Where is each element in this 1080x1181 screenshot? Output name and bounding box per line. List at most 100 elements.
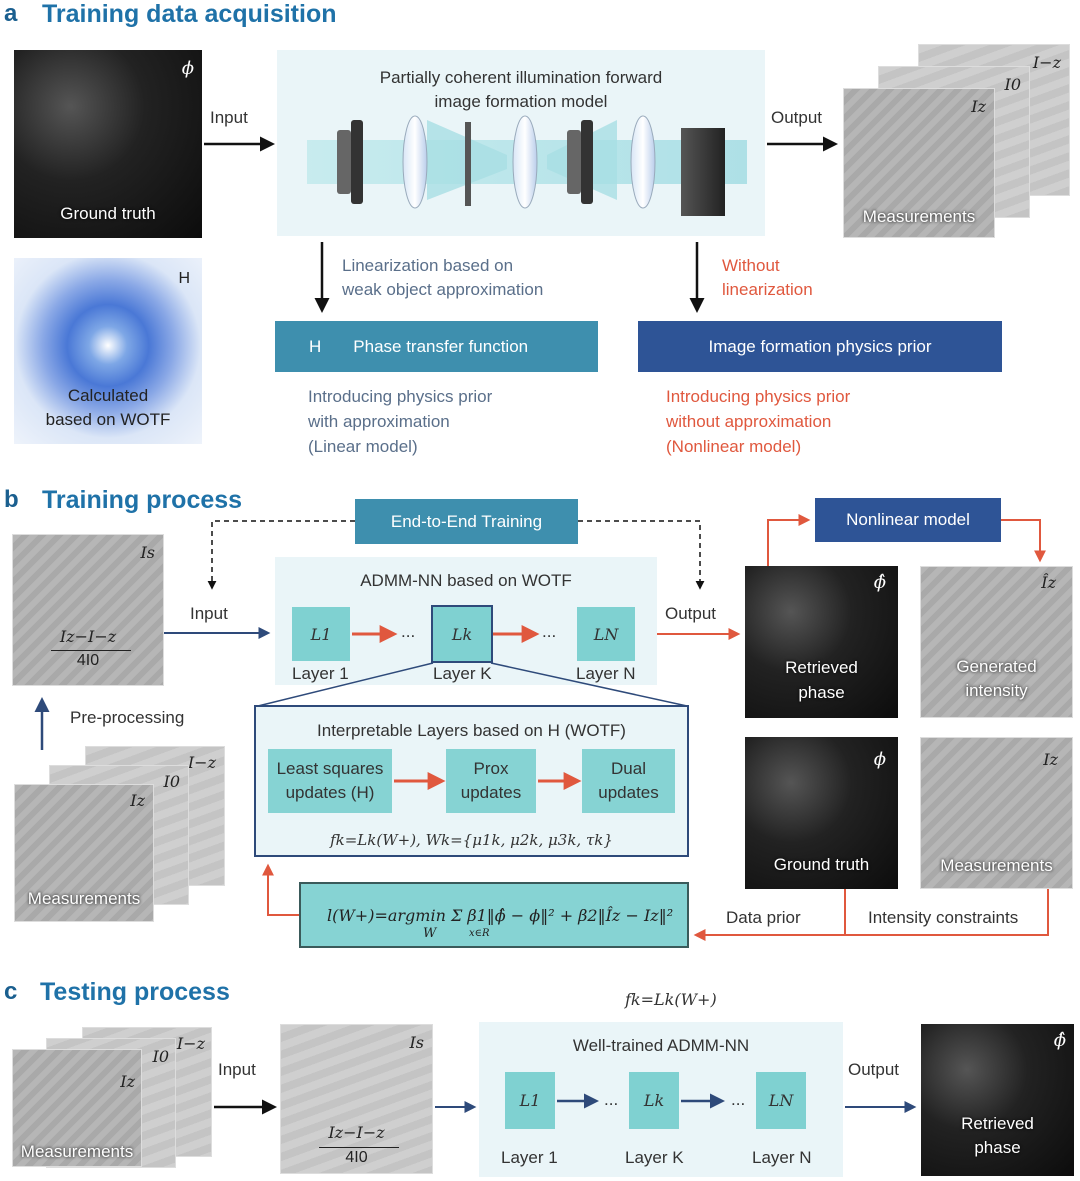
phase-transfer-function-box: H Phase transfer function xyxy=(275,321,598,372)
measurements-caption-b-right: Measurements xyxy=(940,856,1053,875)
i-z-label: Iz xyxy=(971,97,986,116)
layer-k-box-b: Lk xyxy=(431,605,493,663)
loss-function-box: l(W+)=argmin Σ β1‖ϕ̂ − ϕ‖² + β2‖Îz − Iz‖… xyxy=(299,882,689,948)
ls-text-1: Least squares xyxy=(276,759,384,778)
preprocessed-input-image-c: Is Iz−I−z 4I0 xyxy=(280,1024,433,1174)
section-a-title: Training data acquisition xyxy=(42,0,337,28)
interpretable-title: Interpretable Layers based on H (WOTF) xyxy=(317,721,626,740)
data-prior-label: Data prior xyxy=(726,908,801,927)
wotf-caption-1: Calculated xyxy=(67,386,149,405)
generated-text-2: intensity xyxy=(965,681,1028,700)
dual-text-2: updates xyxy=(598,783,659,802)
i-minus-z-label-c: I−z xyxy=(176,1034,205,1053)
intro-linear-3: (Linear model) xyxy=(308,437,418,456)
fraction-numerator-b: Iz−I−z xyxy=(59,627,117,646)
arrow-loss-to-layers xyxy=(262,863,299,916)
linearization-text-1: Linearization based on xyxy=(342,256,514,275)
section-b-letter: b xyxy=(4,486,19,513)
i-zero-label-b: I0 xyxy=(163,772,181,791)
ptf-label: Phase transfer function xyxy=(353,336,529,356)
ln-label-c: LN xyxy=(768,1091,794,1110)
fk-label-c: fk=Lk(W+) xyxy=(625,990,717,1009)
dots-1-b: ... xyxy=(401,622,416,641)
i-z-label-c: Iz xyxy=(120,1072,135,1091)
l1-label-c: L1 xyxy=(519,1091,541,1110)
retrieved-phase-image-c: ϕ̂ Retrieved phase xyxy=(921,1024,1074,1176)
ptf-h-label: H xyxy=(309,336,322,356)
fraction-line-b xyxy=(51,650,131,651)
output-label-b: Output xyxy=(665,604,717,623)
layer-1-label-b: Layer 1 xyxy=(292,664,349,683)
section-c-letter: c xyxy=(4,978,18,1005)
ground-truth-image-b: ϕ Ground truth xyxy=(745,737,898,889)
arrow-from-nonlinear xyxy=(1001,519,1046,563)
ls-text-2: updates (H) xyxy=(285,783,375,802)
input-label-b: Input xyxy=(190,604,228,623)
iz-label-b-right: Iz xyxy=(1043,750,1058,769)
layer-k-label-b: Layer K xyxy=(433,664,492,683)
phi-hat-label-c: ϕ̂ xyxy=(1053,1030,1066,1051)
ground-truth-caption: Ground truth xyxy=(60,204,156,223)
ln-label-b: LN xyxy=(593,624,619,644)
physics-prior-box: Image formation physics prior xyxy=(638,321,1002,372)
least-squares-box: Least squares updates (H) xyxy=(268,749,392,813)
lk-label-c: Lk xyxy=(643,1091,665,1110)
measurement-image-b-right: Iz Measurements xyxy=(920,737,1073,889)
intro-linear-1: Introducing physics prior xyxy=(308,387,493,406)
preprocessed-input-image: Is Iz−I−z 4I0 xyxy=(12,534,164,686)
fraction-line-c xyxy=(319,1147,399,1148)
no-linearization-text-2: linearization xyxy=(722,280,813,299)
fraction-denominator-b: 4I0 xyxy=(76,652,100,669)
phi-label: ϕ xyxy=(181,58,194,79)
well-trained-title: Well-trained ADMM-NN xyxy=(572,1036,750,1055)
layer-1-box-b: L1 xyxy=(292,607,350,661)
h-label: H xyxy=(178,270,190,287)
physics-prior-label: Image formation physics prior xyxy=(708,336,932,356)
phi-hat-label-b: ϕ̂ xyxy=(873,572,886,593)
ground-truth-caption-b: Ground truth xyxy=(773,855,870,874)
iz-hat-label: Îz xyxy=(1041,573,1056,592)
output-label-c: Output xyxy=(848,1060,900,1079)
intro-nonlinear-2: without approximation xyxy=(666,412,832,431)
loss-sum-sub: x∈R xyxy=(469,928,490,939)
dots-2-b: ... xyxy=(542,622,557,641)
intro-nonlinear-1: Introducing physics prior xyxy=(666,387,851,406)
fraction-numerator-c: Iz−I−z xyxy=(328,1123,385,1142)
section-b-title: Training process xyxy=(42,486,243,514)
end-to-end-training-box: End-to-End Training xyxy=(355,499,578,544)
i-z-label-b: Iz xyxy=(130,791,145,810)
intro-linear-2: with approximation xyxy=(308,412,450,431)
dots-2-c: ... xyxy=(731,1090,746,1109)
intensity-constraints-label: Intensity constraints xyxy=(868,908,1019,927)
layer-k-label-c: Layer K xyxy=(625,1148,684,1167)
model-title-1: Partially coherent illumination forward xyxy=(379,68,663,87)
no-linearization-text-1: Without xyxy=(722,256,780,275)
i-minus-z-label-b: I−z xyxy=(187,753,216,772)
optical-system-illustration xyxy=(307,115,747,216)
loss-under-label: W xyxy=(423,926,437,941)
measurements-caption-a: Measurements xyxy=(862,207,976,226)
layer-n-label-c: Layer N xyxy=(752,1148,812,1167)
dual-text-1: Dual xyxy=(611,759,646,778)
layer-k-box-c: Lk xyxy=(629,1072,679,1129)
layer-1-label-c: Layer 1 xyxy=(501,1148,558,1167)
measurements-caption-b: Measurements xyxy=(27,889,141,908)
is-label-c: Is xyxy=(409,1033,424,1052)
layer-n-label-b: Layer N xyxy=(576,664,636,683)
phi-label-b: ϕ xyxy=(873,749,886,770)
prox-text-2: updates xyxy=(460,783,522,802)
section-c-title: Testing process xyxy=(40,978,230,1006)
measurement-image-z: Iz Measurements xyxy=(843,88,995,238)
nonlinear-model-box: Nonlinear model xyxy=(815,498,1001,542)
layer-n-box-c: LN xyxy=(756,1072,806,1129)
l1-label-b: L1 xyxy=(310,624,332,644)
admm-title: ADMM-NN based on WOTF xyxy=(360,571,572,590)
input-label-c: Input xyxy=(218,1060,256,1079)
wotf-image: H Calculated based on WOTF xyxy=(14,258,202,444)
retrieved-text-1-c: Retrieved xyxy=(961,1114,1034,1133)
wotf-caption-2: based on WOTF xyxy=(45,410,171,429)
ground-truth-image: ϕ Ground truth xyxy=(14,50,202,238)
fk-equation: fk=Lk(W+), Wk={μ1k, μ2k, μ3k, τk} xyxy=(330,831,613,849)
measurement-b-z: Iz Measurements xyxy=(14,784,154,922)
